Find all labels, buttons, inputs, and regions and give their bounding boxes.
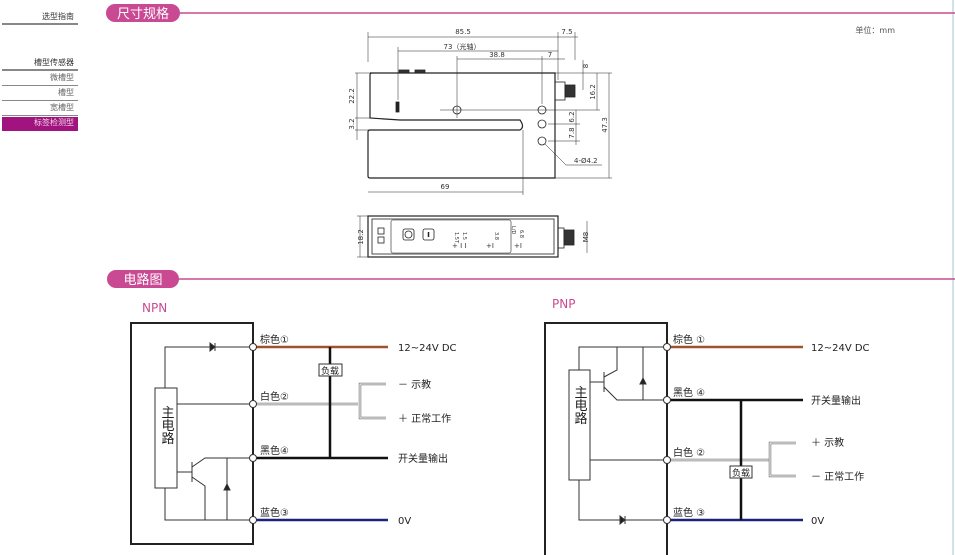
svg-text:1.5: 1.5: [461, 232, 467, 240]
sidebar-item-slot-sensor[interactable]: 槽型传感器: [2, 57, 78, 71]
svg-text:12~24V DC: 12~24V DC: [398, 343, 457, 354]
svg-text:＋ 正常工作: ＋ 正常工作: [398, 412, 451, 425]
svg-text:黑色④: 黑色④: [260, 444, 289, 457]
svg-text:白色 ②: 白色 ②: [673, 446, 705, 459]
pnp-circuit: PNP 主电路 负载 棕色 ① 黑色 ④ 白色 ② 蓝色 ③ 12~24V DC…: [544, 297, 870, 555]
svg-text:开关量输出: 开关量输出: [811, 394, 861, 407]
svg-text:蓝色 ③: 蓝色 ③: [673, 506, 705, 519]
svg-text:69: 69: [441, 183, 450, 191]
svg-text:8: 8: [582, 64, 590, 68]
pnp-title: PNP: [552, 297, 575, 311]
sensor-top-view: [357, 215, 588, 258]
svg-text:38.8: 38.8: [489, 51, 505, 59]
svg-text:7: 7: [548, 51, 552, 59]
svg-text:7.8: 7.8: [568, 127, 576, 138]
svg-text:0V: 0V: [398, 516, 411, 527]
dimension-labels: 85.5 7.5 73（光轴） 38.8 7 8 16.2 22.2 3.2 6…: [348, 28, 609, 245]
load-label: 负载: [321, 365, 339, 377]
svg-text:7.5: 7.5: [561, 28, 572, 36]
svg-text:+I: +I: [514, 242, 522, 250]
sidebar-item-micro-slot[interactable]: 微槽型: [2, 72, 78, 86]
sidebar-item-slot[interactable]: 槽型: [2, 87, 78, 101]
svg-text:18.2: 18.2: [357, 229, 365, 245]
svg-text:73（光轴）: 73（光轴）: [444, 42, 481, 51]
svg-text:12~24V DC: 12~24V DC: [811, 343, 870, 354]
section-header-dimensions: 尺寸规格: [106, 4, 955, 22]
svg-text:85.5: 85.5: [455, 28, 471, 36]
svg-text:＋ 示教: ＋ 示教: [811, 436, 844, 449]
section-title: 电路图: [123, 272, 162, 288]
svg-text:3.2: 3.2: [348, 118, 356, 129]
unit-label: 单位：mm: [855, 25, 895, 35]
sidebar-item-selection-guide[interactable]: 选型指南: [2, 11, 78, 25]
svg-text:－ 正常工作: － 正常工作: [811, 470, 864, 483]
svg-text:16.2: 16.2: [589, 84, 597, 100]
sensor-side-view: [355, 32, 612, 195]
svg-text:开关量输出: 开关量输出: [398, 452, 448, 465]
sidebar-item-wide-slot[interactable]: 宽槽型: [2, 102, 78, 116]
svg-text:1.5T: 1.5T: [453, 232, 459, 244]
panel-marks: 1.5T 1.5 3.8 L/D 6.8 + I I +I +I: [452, 226, 524, 250]
svg-text:蓝色③: 蓝色③: [260, 506, 289, 519]
main-circuit-label: 主电路: [572, 386, 588, 425]
svg-text:6.8: 6.8: [518, 230, 524, 238]
page-edge: [952, 0, 954, 555]
svg-text:4-Ø4.2: 4-Ø4.2: [574, 157, 598, 165]
svg-text:6.2: 6.2: [568, 111, 576, 122]
svg-text:－ 示教: － 示教: [398, 378, 431, 391]
main-circuit-label: 主电路: [159, 406, 175, 445]
svg-text:黑色 ④: 黑色 ④: [673, 386, 705, 399]
svg-text:白色②: 白色②: [260, 390, 289, 403]
svg-text:0V: 0V: [811, 516, 824, 527]
svg-text:棕色①: 棕色①: [260, 333, 289, 346]
section-title: 尺寸规格: [117, 6, 169, 22]
section-header-circuit: 电路图: [107, 270, 955, 288]
svg-text:3.8: 3.8: [493, 232, 499, 240]
svg-text:47.3: 47.3: [601, 117, 609, 133]
load-label: 负载: [732, 467, 750, 479]
svg-text:L/D: L/D: [510, 226, 516, 234]
svg-text:棕色 ①: 棕色 ①: [673, 333, 705, 346]
sidebar-item-label-detection[interactable]: 标签检测型: [2, 117, 78, 131]
svg-text:+ I I: + I I: [452, 242, 466, 250]
npn-title: NPN: [142, 301, 167, 315]
svg-text:+I: +I: [486, 242, 494, 250]
svg-text:M8: M8: [582, 232, 590, 243]
svg-text:22.2: 22.2: [348, 88, 356, 104]
npn-circuit: NPN 主电路 负载 棕色① 白色② 黑色④ 蓝色③ 12~24V DC － 示…: [130, 301, 457, 545]
